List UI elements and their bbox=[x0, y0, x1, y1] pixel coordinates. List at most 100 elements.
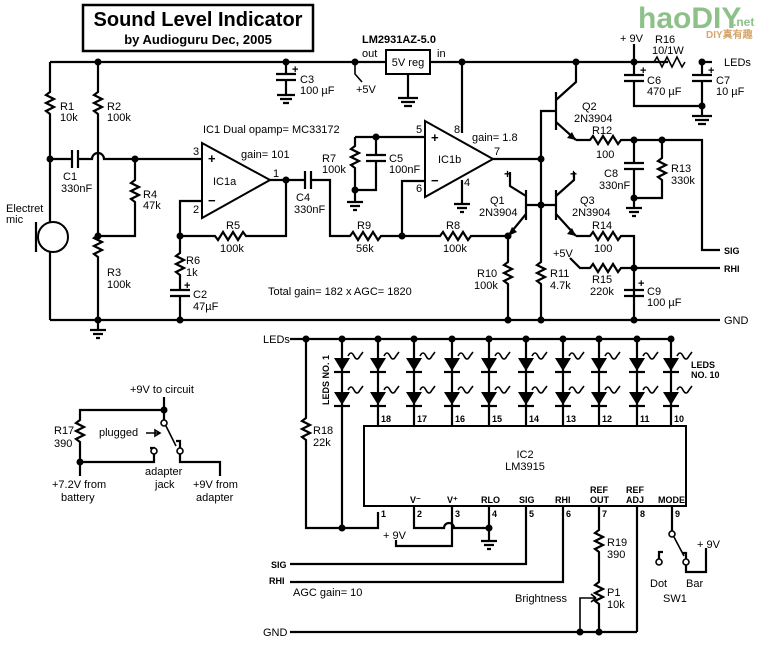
light-emission-icon bbox=[568, 351, 585, 360]
led-icon bbox=[555, 392, 571, 405]
led-icon bbox=[334, 358, 350, 371]
ic2-bottom-pin-number: 7 bbox=[602, 509, 607, 519]
svg-text:P1: P1 bbox=[607, 587, 620, 599]
svg-text:4: 4 bbox=[464, 177, 470, 189]
svg-text:330nF: 330nF bbox=[599, 180, 630, 192]
svg-text:C1: C1 bbox=[63, 171, 77, 183]
ic2-bottom-pin-number: 9 bbox=[675, 509, 680, 519]
led-icon bbox=[370, 392, 386, 405]
ground-icon bbox=[398, 96, 418, 108]
svg-text:100: 100 bbox=[594, 243, 612, 255]
led-column bbox=[444, 335, 474, 426]
svg-text:−: − bbox=[431, 173, 439, 188]
agc-section: R11 4.7k + Q1 2N3904 R10 100k + Q3 2N390… bbox=[474, 62, 740, 324]
svg-text:C4: C4 bbox=[296, 192, 310, 204]
svg-text:ADJ: ADJ bbox=[626, 495, 644, 505]
ic2-top-pin-number: 11 bbox=[640, 414, 650, 424]
title-text: Sound Level Indicator bbox=[94, 9, 303, 31]
svg-text:DIY真有趣: DIY真有趣 bbox=[706, 28, 754, 41]
led-icon bbox=[629, 358, 645, 371]
svg-text:Q3: Q3 bbox=[580, 195, 595, 207]
svg-text:+5V: +5V bbox=[553, 248, 574, 260]
capacitor-c3: + C3 100 µF bbox=[276, 62, 335, 105]
light-emission-icon bbox=[604, 385, 621, 394]
svg-text:+ 9V: + 9V bbox=[697, 539, 721, 551]
led-icon bbox=[444, 392, 460, 405]
svg-text:R6: R6 bbox=[186, 255, 200, 267]
svg-text:C8: C8 bbox=[604, 168, 618, 180]
ic2-bottom-pin-number: 8 bbox=[640, 509, 645, 519]
svg-text:RHI: RHI bbox=[555, 495, 571, 505]
svg-text:IC1a: IC1a bbox=[213, 176, 237, 188]
svg-text:56k: 56k bbox=[356, 243, 374, 255]
microphone-icon bbox=[37, 221, 69, 253]
svg-text:6: 6 bbox=[416, 183, 422, 195]
led-array: LEDs R18 22k LEDS NO. 1 LEDS NO. 10 bbox=[263, 334, 720, 530]
svg-text:LEDs: LEDs bbox=[263, 334, 290, 346]
svg-text:battery: battery bbox=[61, 492, 95, 504]
svg-text:in: in bbox=[437, 48, 446, 60]
resistor-r16 bbox=[653, 55, 686, 69]
svg-text:AGC gain= 10: AGC gain= 10 bbox=[293, 587, 362, 599]
led-column bbox=[629, 335, 659, 426]
svg-text:10k: 10k bbox=[60, 112, 78, 124]
svg-text:100k: 100k bbox=[443, 243, 467, 255]
light-emission-icon bbox=[419, 385, 436, 394]
svg-text:3: 3 bbox=[193, 146, 199, 158]
svg-text:1: 1 bbox=[273, 168, 279, 180]
svg-text:plugged: plugged bbox=[99, 427, 138, 439]
svg-text:+: + bbox=[640, 65, 646, 77]
light-emission-icon bbox=[531, 351, 548, 360]
svg-text:+: + bbox=[431, 130, 439, 145]
led-icon bbox=[481, 392, 497, 405]
svg-text:LEDs: LEDs bbox=[724, 57, 751, 69]
svg-text:RHI: RHI bbox=[269, 576, 285, 586]
svg-text:5: 5 bbox=[416, 124, 422, 136]
svg-text:47k: 47k bbox=[143, 200, 161, 212]
svg-text:MODE: MODE bbox=[658, 495, 685, 505]
svg-text:C2: C2 bbox=[193, 289, 207, 301]
svg-text:R8: R8 bbox=[446, 220, 460, 232]
svg-text:1k: 1k bbox=[186, 267, 198, 279]
svg-text:adapter: adapter bbox=[145, 466, 183, 478]
svg-text:8: 8 bbox=[454, 124, 460, 136]
svg-text:100k: 100k bbox=[107, 279, 131, 291]
svg-text:2: 2 bbox=[193, 204, 199, 216]
svg-text:IC2: IC2 bbox=[516, 449, 533, 461]
svg-text:R18: R18 bbox=[313, 425, 333, 437]
total-gain-label: Total gain= 182 x AGC= 1820 bbox=[268, 286, 412, 298]
svg-text:330k: 330k bbox=[671, 175, 695, 187]
svg-text:C5: C5 bbox=[389, 153, 403, 165]
led-icon bbox=[555, 358, 571, 371]
svg-text:R15: R15 bbox=[592, 274, 612, 286]
led-column bbox=[518, 335, 548, 426]
svg-text:R5: R5 bbox=[226, 220, 240, 232]
led-column bbox=[663, 335, 693, 426]
led-icon bbox=[663, 392, 679, 405]
light-emission-icon bbox=[347, 351, 364, 360]
input-section: R1 10k R2 100k R3 100k C1 330nF R4 47k E… bbox=[6, 62, 749, 340]
light-emission-icon bbox=[383, 351, 400, 360]
svg-text:+: + bbox=[504, 167, 511, 181]
svg-text:+: + bbox=[708, 65, 714, 77]
svg-text:SIG: SIG bbox=[724, 246, 740, 256]
byline-text: by Audioguru Dec, 2005 bbox=[124, 32, 272, 47]
svg-text:390: 390 bbox=[607, 549, 625, 561]
led-column bbox=[370, 335, 400, 426]
svg-text:+: + bbox=[570, 167, 577, 181]
svg-text:+: + bbox=[184, 280, 190, 292]
opamp-ic1a: IC1 Dual opamp= MC33172 + − IC1a gain= 1… bbox=[170, 124, 340, 324]
svg-text:330nF: 330nF bbox=[61, 183, 92, 195]
regulator: LM2931AZ-5.0 out in 5V reg +5V bbox=[354, 34, 446, 108]
svg-text:R11: R11 bbox=[550, 268, 569, 280]
light-emission-icon bbox=[642, 351, 659, 360]
svg-text:out: out bbox=[362, 48, 377, 60]
svg-text:REF: REF bbox=[626, 485, 645, 495]
svg-text:C3: C3 bbox=[300, 74, 314, 86]
svg-text:100nF: 100nF bbox=[389, 164, 420, 176]
svg-text:R1: R1 bbox=[60, 101, 74, 113]
light-emission-icon bbox=[531, 385, 548, 394]
svg-text:Electret: Electret bbox=[6, 203, 43, 215]
dot-label: Dot bbox=[650, 578, 667, 590]
